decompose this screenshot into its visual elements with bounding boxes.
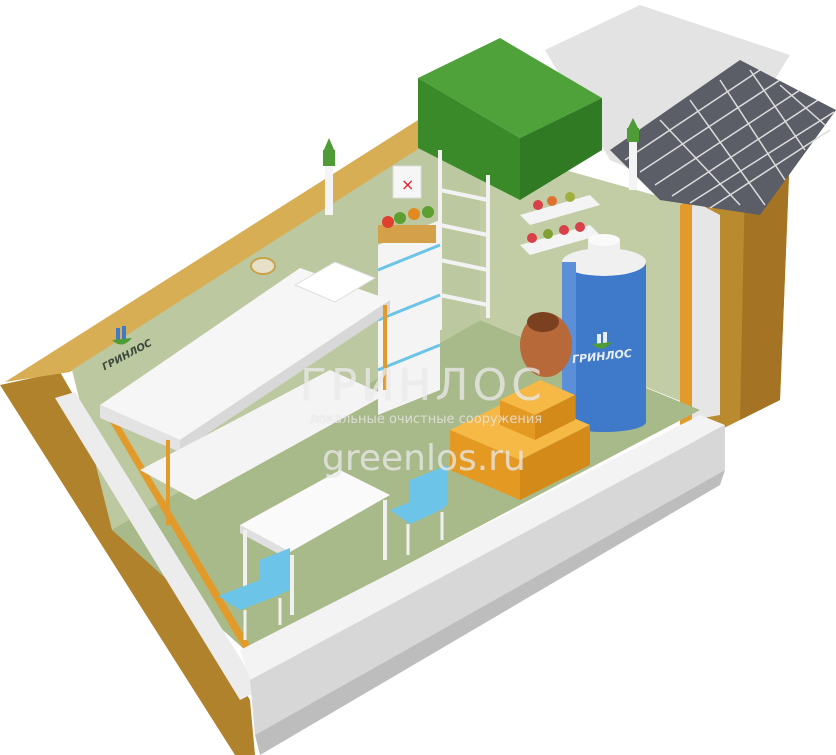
front-left-wall [55, 392, 260, 700]
mesh-grid [610, 60, 836, 215]
vent-pipe-left [323, 138, 335, 215]
front-slab-base [255, 470, 725, 755]
right-wall-trim [680, 200, 692, 425]
hatch-right [520, 98, 602, 200]
bunk-bed [100, 261, 390, 525]
soil-right-face [740, 150, 790, 420]
soil-left [0, 372, 255, 755]
tank-logo-icon [592, 332, 612, 349]
watermark-tagline: локальные очистные сооружения [310, 412, 543, 427]
mesh-lines [624, 69, 835, 209]
table [240, 470, 390, 615]
svg-text:×: × [401, 175, 414, 194]
potato-sack [520, 312, 572, 377]
front-slab-face [250, 425, 725, 735]
hatch-top [418, 38, 602, 138]
crate-stack [450, 380, 590, 500]
wall-top-left [5, 120, 445, 382]
vent-pipe-right [627, 118, 639, 190]
chair-front [218, 548, 290, 640]
first-aid-kit: × [392, 165, 422, 199]
jar-shelves [520, 192, 600, 255]
front-slab-top [240, 415, 725, 680]
front-left-trim [100, 402, 250, 650]
wall-logo-icon [112, 326, 132, 345]
chair-back [390, 465, 448, 555]
right-wall-concrete [692, 200, 720, 420]
wall-lamp [250, 257, 276, 275]
hatch-left [418, 78, 520, 200]
watermark-url: greenlos.ru [322, 438, 526, 479]
storage-cabinet [377, 206, 441, 415]
watermark-brand: ГРИНЛОС [300, 360, 546, 411]
